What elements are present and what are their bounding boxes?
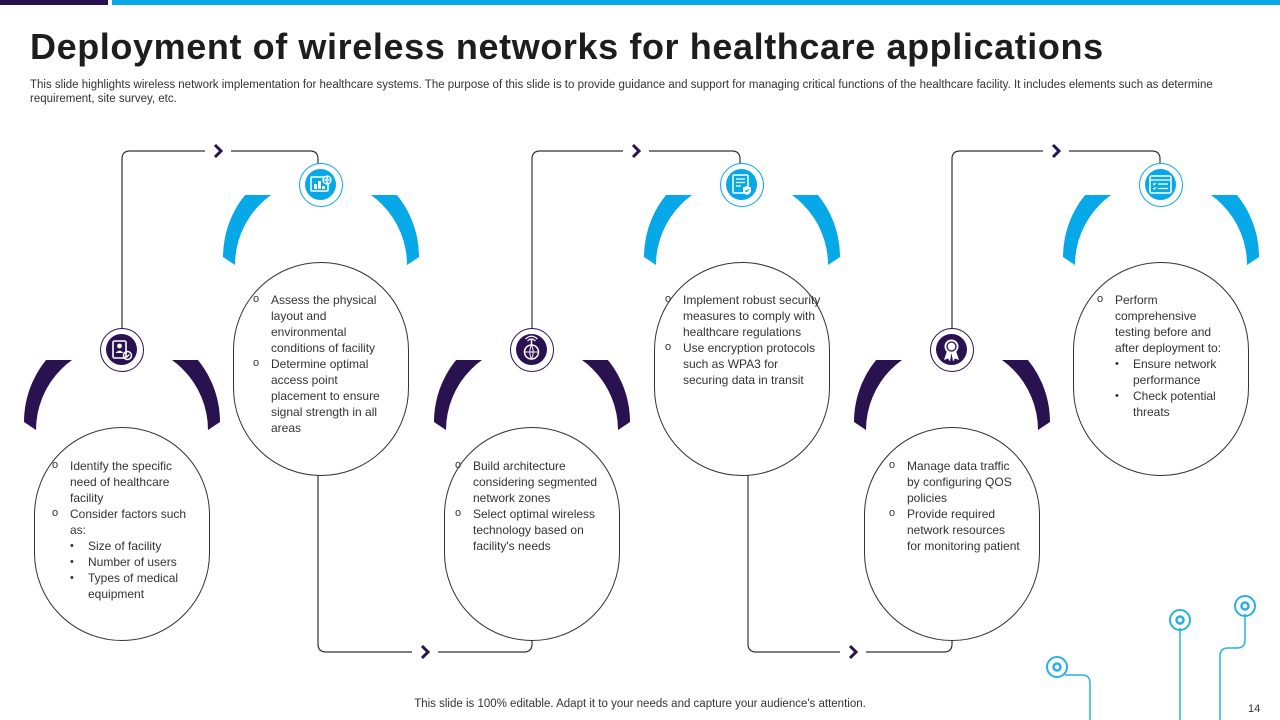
step-5-item: Manage data traffic by configuring QOS p… — [887, 457, 1021, 506]
slide-title: Deployment of wireless networks for heal… — [30, 26, 1104, 67]
step-2-item: Determine optimal access point placement… — [251, 355, 393, 436]
chevron-right-icon — [631, 143, 642, 159]
award-badge-icon — [944, 339, 959, 362]
step-4-item: Use encryption protocols such as WPA3 fo… — [663, 339, 821, 388]
step-6-icon-badge — [1139, 163, 1183, 207]
step-5-title-line: Quality — [919, 383, 985, 404]
step-1-title-line: Determine — [75, 383, 169, 404]
top-accent-bar-dark — [0, 0, 108, 5]
step-2-item: Assess the physical layout and environme… — [251, 291, 393, 356]
slide-subtitle: This slide highlights wireless network i… — [30, 79, 1213, 105]
step-4-icon-badge — [720, 163, 764, 207]
slide-footer: This slide is 100% editable. Adapt it to… — [414, 698, 866, 710]
step-header-site-survey: Site survey — [223, 195, 419, 273]
step-3-item: Select optimal wireless technology based… — [453, 505, 611, 554]
step-3-item: Build architecture considering segmented… — [453, 457, 611, 506]
step-1-item: Consider factors such as: — [50, 505, 200, 538]
step-2-icon-badge — [299, 163, 343, 207]
test-checklist-icon — [1149, 175, 1172, 194]
step-4-item: Implement robust security measures to co… — [663, 291, 821, 340]
chevron-right-icon — [1051, 143, 1062, 159]
step-1-icon-badge — [100, 328, 144, 372]
step-2-title-line: Site survey — [270, 229, 372, 250]
step-1-title-line: requirement — [67, 406, 177, 427]
top-accent-bar-blue — [112, 0, 1280, 5]
step-5-icon-badge — [930, 328, 974, 372]
site-map-icon — [310, 175, 332, 192]
page-number: 14 — [1248, 703, 1261, 715]
step-6-subitem: Check potential threats — [1095, 388, 1229, 420]
chevron-right-icon — [420, 644, 431, 660]
step-4-title-line: compliance — [689, 241, 795, 262]
step-header-determine-requirement: Determine requirement — [24, 360, 220, 438]
step-5-item: Provide required network resources for m… — [887, 505, 1021, 554]
checklist-doctor-icon — [112, 340, 133, 361]
step-5-description: Manage data traffic by configuring QOS p… — [887, 457, 1021, 554]
step-6-item: Perform comprehensive testing before and… — [1095, 291, 1229, 356]
chevron-right-icon — [213, 143, 224, 159]
step-4-description: Implement robust security measures to co… — [663, 291, 821, 388]
step-2-description: Assess the physical layout and environme… — [251, 291, 393, 436]
step-3-title-line: Network design — [461, 395, 603, 416]
step-6-subitem: Ensure network performance — [1095, 356, 1229, 388]
step-1-description: Identify the specific need of healthcare… — [50, 457, 200, 602]
step-5-title-line: of service — [907, 406, 997, 427]
step-3-description: Build architecture considering segmented… — [453, 457, 611, 554]
step-header-testing: Testing — [1063, 195, 1259, 273]
step-1-subitem: Size of facility — [50, 538, 200, 554]
step-header-network-design: Network design — [434, 360, 630, 438]
chevron-right-icon — [848, 644, 859, 660]
step-6-title-line: Testing — [1127, 229, 1195, 250]
secure-document-icon — [732, 174, 751, 195]
network-globe-icon — [523, 335, 540, 360]
step-6-description: Perform comprehensive testing before and… — [1095, 291, 1229, 420]
step-3-icon-badge — [510, 328, 554, 372]
step-1-item: Identify the specific need of healthcare… — [50, 457, 200, 506]
step-4-title-line: Security and — [684, 218, 800, 239]
circuit-decoration — [1046, 595, 1256, 720]
step-header-security-compliance: Security and compliance — [644, 195, 840, 273]
step-1-subitem: Number of users — [50, 554, 200, 570]
step-header-quality-of-service: Quality of service — [854, 360, 1050, 438]
step-1-subitem: Types of medical equipment — [50, 570, 200, 602]
